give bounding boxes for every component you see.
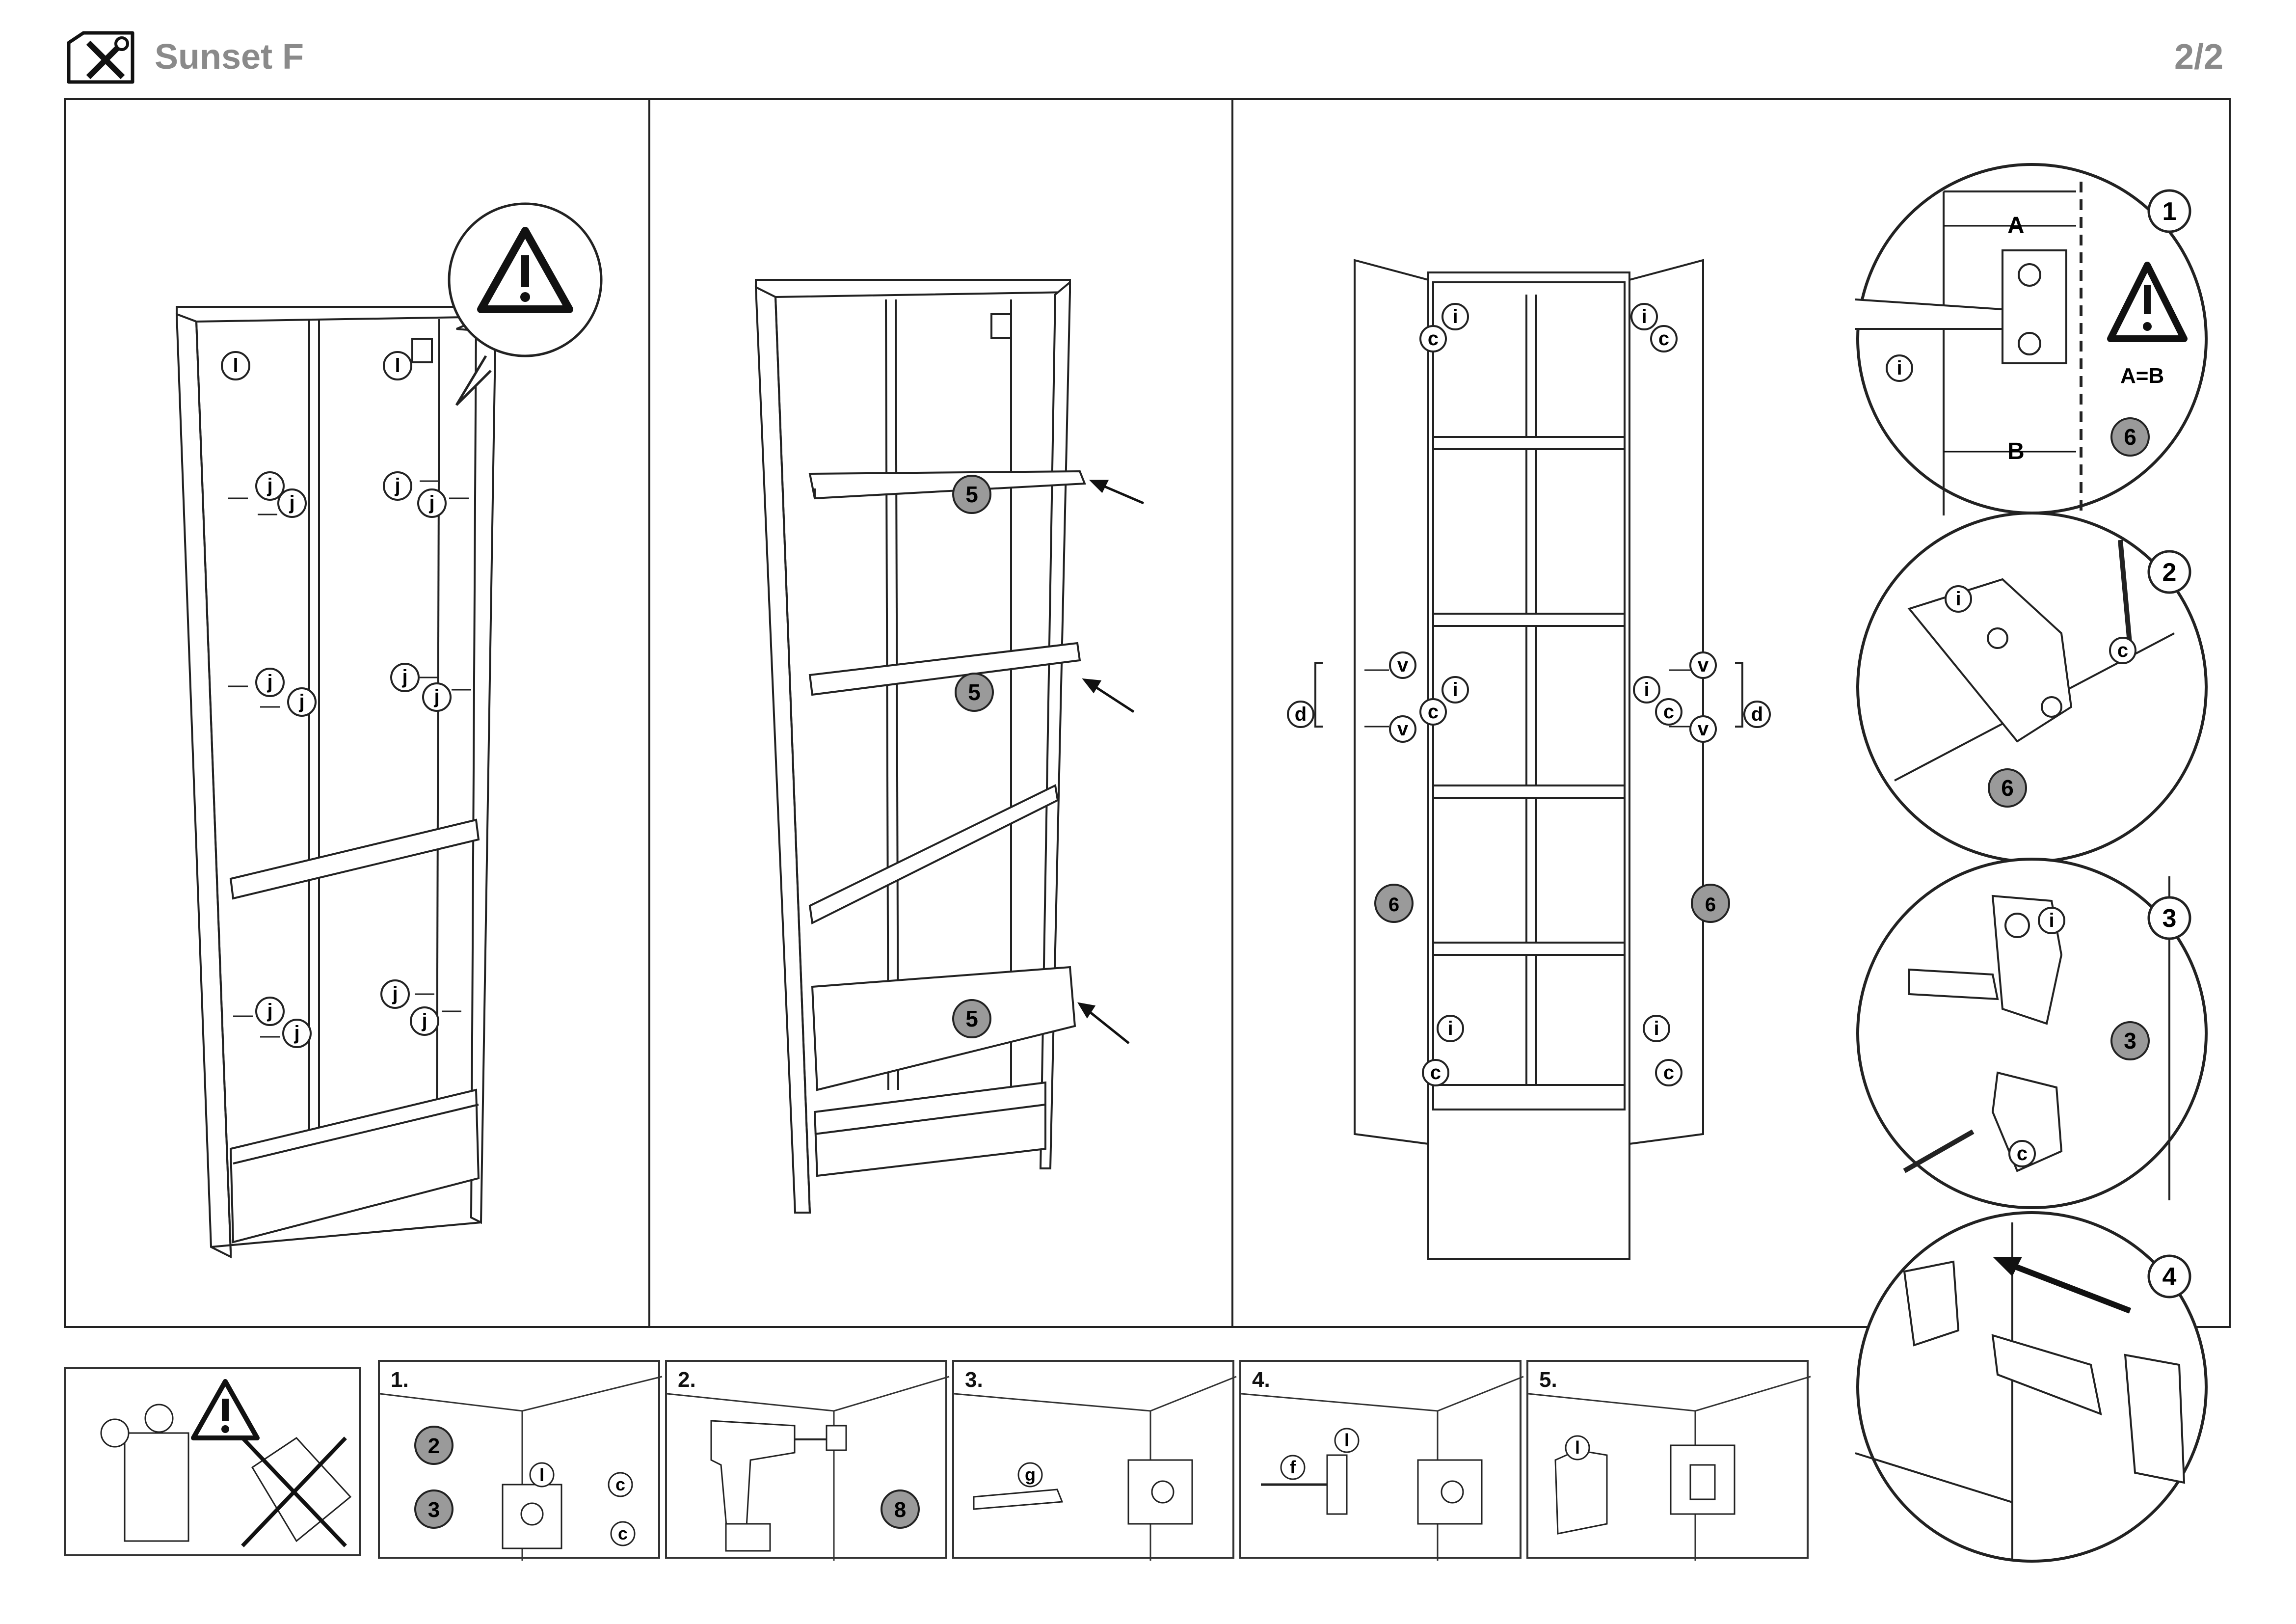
panel1-cabinet-drawing: l l j j j j j j j j j j j j — [175, 202, 603, 1259]
dimension-a-label: A — [2007, 213, 2025, 239]
svg-text:l: l — [233, 355, 238, 377]
svg-text:6: 6 — [1388, 894, 1399, 916]
detail4-number: 4 — [2163, 1263, 2177, 1291]
svg-text:i: i — [1654, 1018, 1659, 1039]
panel2-shelves-drawing: 5 5 5 — [754, 279, 1144, 1214]
detail1-number: 1 — [2163, 197, 2177, 226]
warning-box — [64, 1367, 361, 1556]
svg-text:j: j — [289, 492, 294, 514]
svg-text:i: i — [1641, 306, 1647, 327]
detail2-number: 2 — [2163, 558, 2177, 587]
detail-circle-2: i c 6 2 — [1856, 512, 2208, 863]
svg-text:c: c — [1658, 328, 1669, 350]
step1-label-c2: c — [618, 1523, 628, 1543]
svg-text:j: j — [421, 1010, 427, 1031]
svg-text:c: c — [1663, 1062, 1674, 1083]
svg-text:5: 5 — [965, 482, 978, 507]
step-number: 2. — [678, 1368, 696, 1392]
svg-text:j: j — [298, 691, 304, 712]
svg-text:c: c — [1430, 1062, 1441, 1083]
step-number: 5. — [1539, 1368, 1557, 1392]
svg-text:6: 6 — [1705, 894, 1716, 916]
step2-badge: 8 — [894, 1498, 906, 1522]
step1-badge-b: 3 — [428, 1498, 440, 1522]
dimension-b-label: B — [2007, 438, 2025, 464]
svg-text:j: j — [428, 492, 434, 514]
svg-text:i: i — [1447, 1018, 1453, 1039]
step-number: 4. — [1252, 1368, 1270, 1392]
detail3-badge: 3 — [2124, 1028, 2136, 1054]
detail2-c-label: c — [2117, 640, 2128, 661]
svg-text:v: v — [1698, 718, 1709, 740]
detail1-badge: 6 — [2124, 424, 2136, 450]
svg-text:j: j — [294, 1022, 299, 1044]
svg-text:5: 5 — [968, 679, 981, 705]
step5-label-l: l — [1575, 1437, 1580, 1458]
svg-text:i: i — [1452, 306, 1458, 327]
step1-label-c1: c — [615, 1474, 625, 1494]
step3-label-g: g — [1025, 1464, 1036, 1485]
step4-label-f: f — [1290, 1457, 1296, 1477]
step-box-2: 2. 8 — [665, 1360, 950, 1561]
svg-text:j: j — [392, 983, 398, 1004]
svg-text:i: i — [1896, 357, 1902, 379]
rule-label: A=B — [2120, 364, 2164, 388]
step-box-3: 3. g — [952, 1360, 1237, 1561]
header-tool-icon — [64, 30, 137, 84]
step-number: 3. — [965, 1368, 983, 1392]
detail-circle-4: 4 — [1855, 1211, 2208, 1563]
detail2-badge: 6 — [2001, 775, 2014, 801]
svg-text:v: v — [1698, 654, 1709, 676]
svg-text:j: j — [401, 666, 407, 688]
detail3-c-label: c — [2017, 1143, 2028, 1164]
detail2-i-label: i — [1955, 588, 1961, 610]
step1-badge-a: 2 — [428, 1434, 440, 1458]
detail3-number: 3 — [2163, 904, 2177, 933]
page-number: 2/2 — [2174, 37, 2224, 77]
step1-label-l: l — [539, 1465, 544, 1485]
detail3-i-label: i — [2049, 910, 2054, 931]
panel3-doors-drawing: i c i c v v i c i c v v d d i c i c 6 6 — [1287, 259, 1771, 1260]
main-instruction-frame — [64, 98, 2231, 1328]
svg-text:v: v — [1397, 654, 1409, 676]
svg-text:c: c — [1663, 701, 1674, 723]
detail-circle-3: i c 3 3 — [1856, 858, 2208, 1209]
svg-text:d: d — [1295, 704, 1307, 725]
svg-text:5: 5 — [965, 1006, 978, 1031]
svg-text:c: c — [1428, 328, 1439, 350]
svg-text:j: j — [267, 671, 272, 693]
svg-text:i: i — [1452, 679, 1458, 701]
svg-text:j: j — [433, 686, 439, 707]
svg-text:j: j — [267, 475, 272, 496]
step-box-1: 1. 2 3 l c c — [378, 1360, 663, 1561]
svg-text:v: v — [1397, 718, 1409, 740]
detail-circle-1: A B A=B i 6 1 — [1855, 163, 2208, 515]
page-title: Sunset F — [155, 37, 304, 77]
svg-text:j: j — [394, 475, 400, 496]
panel-divider — [1231, 100, 1233, 1326]
step4-label-l: l — [1344, 1430, 1349, 1450]
svg-text:l: l — [395, 355, 400, 377]
svg-text:j: j — [267, 1000, 272, 1022]
svg-text:d: d — [1751, 704, 1763, 725]
step-box-4: 4. f l — [1239, 1360, 1524, 1561]
svg-text:i: i — [1644, 679, 1649, 701]
panel-divider — [648, 100, 650, 1326]
svg-text:c: c — [1428, 701, 1439, 723]
step-box-5: 5. l — [1526, 1360, 1811, 1561]
step-number: 1. — [391, 1368, 409, 1392]
